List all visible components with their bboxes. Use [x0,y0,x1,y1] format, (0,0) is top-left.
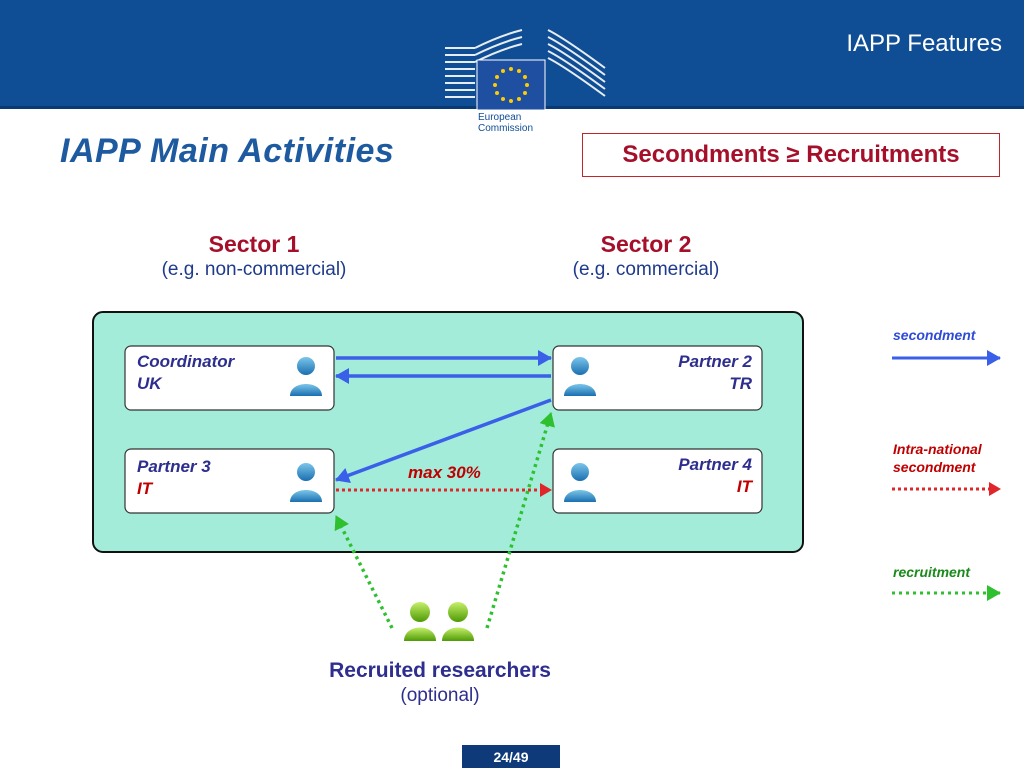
node-coordinator: Coordinator UK [137,351,234,395]
node-coordinator-role: Coordinator [137,352,235,371]
node-box-partner-4 [552,448,763,514]
person-icon-partner-2 [564,357,596,396]
node-coordinator-country: UK [137,374,162,393]
sector-1-name: Sector 1 [208,231,300,257]
sector-2-label: Sector 2 (e.g. commercial) [496,230,796,282]
page-number: 24/49 [462,745,560,768]
node-partner-2-role: Partner 2 [678,352,752,371]
node-partner-4-country: IT [736,477,752,496]
recruited-researchers-note: (optional) [400,685,480,706]
person-icon-coordinator [290,357,322,396]
max-30-label: max 30% [408,463,481,482]
formula-text: Secondments ≥ Recruitments [622,141,960,168]
recruited-researcher-icon-1 [404,602,436,641]
node-partner-2: Partner 2 TR [600,351,752,395]
node-box-partner-3 [124,448,335,514]
recruited-researcher-icon-2 [442,602,474,641]
sector-1-example: (e.g. non-commercial) [161,259,347,280]
node-partner-2-country: TR [729,374,752,393]
european-commission-logo [445,29,606,142]
sector-1-label: Sector 1 (e.g. non-commercial) [104,230,404,282]
person-icon-partner-3 [290,463,322,502]
node-box-coordinator [124,345,335,411]
legend-intra-national-label: Intra-national secondment [893,441,982,475]
recruited-researchers-label: Recruited researchers [329,659,551,682]
node-partner-3: Partner 3 IT [137,456,211,500]
formula-box: Secondments ≥ Recruitments [582,133,1000,177]
sector-2-example: (e.g. commercial) [572,259,720,280]
secondment-arrow-p2-to-p3 [335,398,552,483]
person-icon-partner-4 [564,463,596,502]
legend-secondment-label: secondment [893,327,976,343]
recruitment-arrow-to-p2 [485,412,555,629]
recruited-researchers: Recruited researchers (optional) [290,658,590,708]
node-partner-4-role: Partner 4 [678,455,752,474]
legend-recruitment-label: recruitment [893,564,971,580]
node-partner-4: Partner 4 IT [600,454,752,498]
sector-2-name: Sector 2 [600,231,692,257]
node-partner-3-country: IT [137,479,153,498]
node-box-partner-2 [552,345,763,411]
header-title: IAPP Features [846,30,1002,57]
node-partner-3-role: Partner 3 [137,457,211,476]
logo-caption: European Commission [478,112,534,134]
page-title: IAPP Main Activities [60,132,395,170]
